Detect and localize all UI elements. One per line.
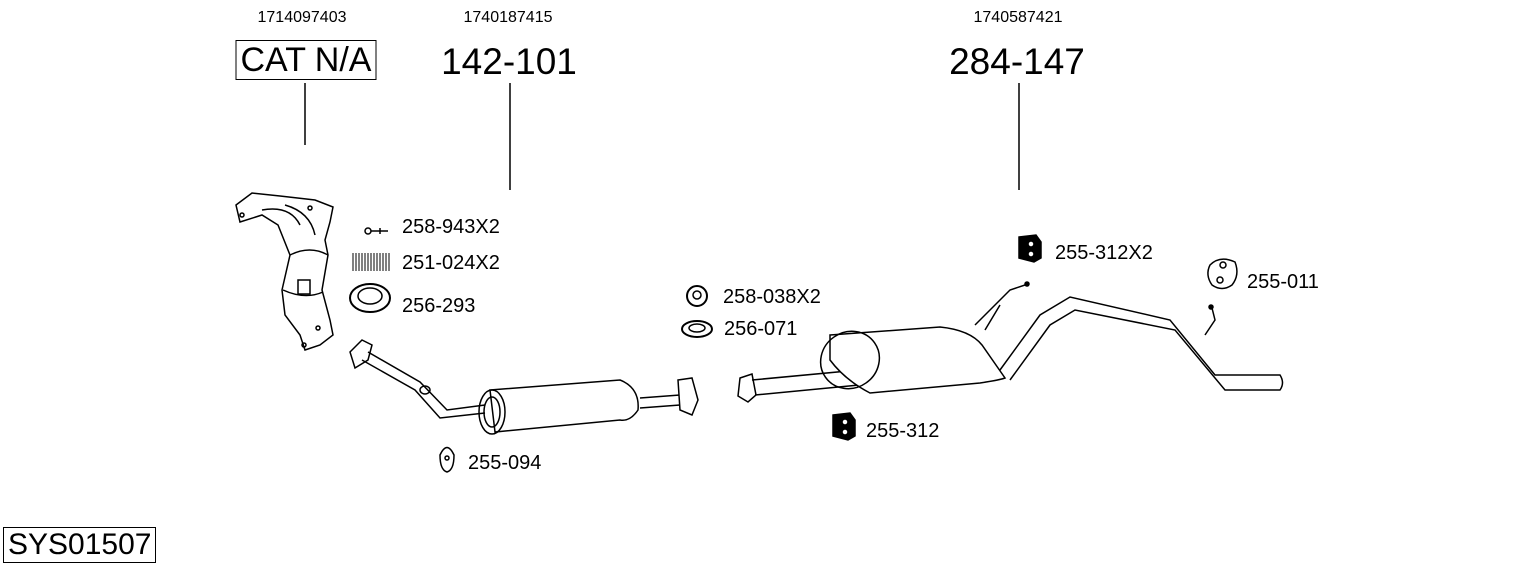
catalytic-manifold-drawing: [235, 192, 334, 351]
rear-muffler-drawing: [737, 281, 1284, 403]
flat-gasket-icon: [681, 320, 713, 338]
article-number: 1740587421: [973, 9, 1063, 26]
accessory-label: 256-071: [724, 318, 798, 340]
part-number-cat: CAT N/A: [235, 40, 377, 80]
article-number: 1740187415: [463, 9, 553, 26]
system-id: SYS01507: [3, 527, 157, 563]
accessory-label: 258-943X2: [402, 216, 500, 238]
nut-icon: [686, 285, 708, 307]
accessory-label: 255-312: [866, 420, 940, 442]
rubber-hanger-icon: [1207, 258, 1238, 290]
part-number-rear-muffler: 284-147: [949, 41, 1085, 82]
accessory-label: 255-094: [468, 452, 542, 474]
rubber-hanger-icon: [439, 446, 455, 473]
accessory-label: 256-293: [402, 295, 476, 317]
article-number: 1714097403: [257, 9, 347, 26]
bolt-icon: [364, 227, 388, 235]
rubber-mount-icon: [832, 412, 856, 441]
part-number-front-pipe: 142-101: [441, 41, 577, 82]
spring-icon: [352, 253, 390, 271]
front-pipe-drawing: [349, 339, 699, 435]
accessory-label: 255-011: [1247, 271, 1319, 293]
rubber-mount-icon: [1018, 234, 1042, 263]
accessory-label: 251-024X2: [402, 252, 500, 274]
gasket-ring-icon: [349, 283, 391, 313]
accessory-label: 258-038X2: [723, 286, 821, 308]
accessory-label: 255-312X2: [1055, 242, 1153, 264]
